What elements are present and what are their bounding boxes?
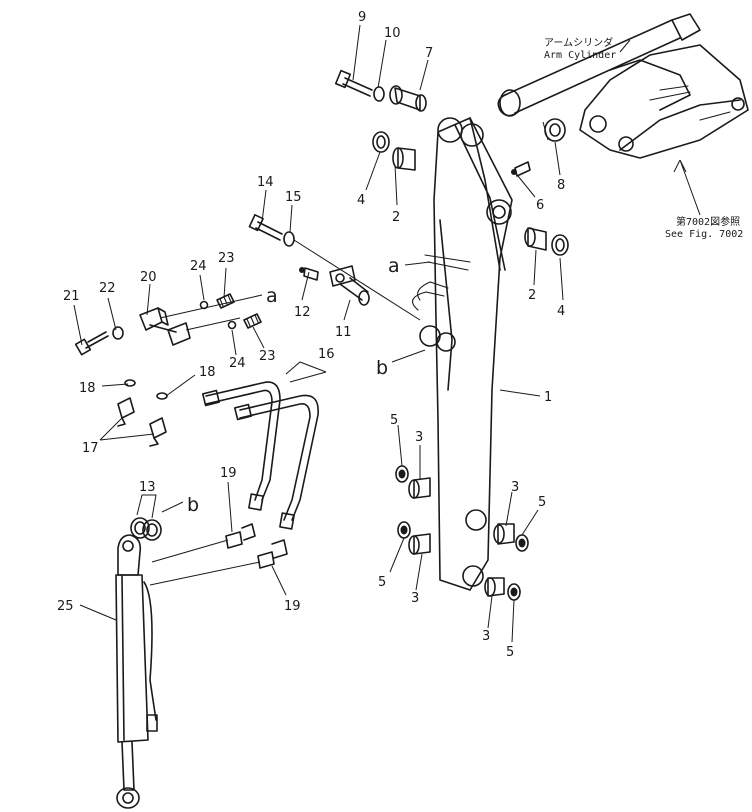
arm-top-hardware (334, 69, 569, 256)
callout-24: 24 (190, 259, 207, 274)
callout-9: 9 (358, 10, 366, 25)
arm-cylinder-label-en: Arm Cylinder (544, 50, 616, 61)
callout-4: 4 (557, 304, 565, 319)
callout-3: 3 (511, 480, 519, 495)
ref-letter-a: a (388, 255, 400, 277)
callout-19: 19 (284, 599, 301, 614)
callout-5: 5 (506, 645, 514, 660)
tee-block-hardware (74, 293, 263, 356)
callout-1: 1 (544, 390, 552, 405)
callout-17: 17 (82, 441, 99, 456)
callout-3: 3 (411, 591, 419, 606)
callout-6: 6 (536, 198, 544, 213)
arm-cylinder (497, 13, 749, 159)
ref-letter-a: a (266, 285, 278, 307)
callout-5: 5 (378, 575, 386, 590)
callout-5: 5 (538, 495, 546, 510)
lower-bushings (395, 465, 529, 601)
callout-24: 24 (229, 356, 246, 371)
callout-numbers: 1 2 2 3 3 3 3 4 4 5 5 5 5 6 7 8 9 10 11 … (57, 10, 565, 660)
callout-13: 13 (139, 480, 156, 495)
callout-19: 19 (220, 466, 237, 481)
ref-letter-b: b (187, 494, 199, 516)
callout-4: 4 (357, 193, 365, 208)
cylinder-assembly (115, 517, 162, 809)
callout-5: 5 (390, 413, 398, 428)
see-fig-label-jp: 第7002図参照 (676, 215, 740, 228)
arm-assembly (412, 117, 513, 591)
see-fig-label-en: See Fig. 7002 (665, 229, 743, 240)
callout-16: 16 (318, 347, 335, 362)
callout-11: 11 (335, 325, 352, 340)
callout-12: 12 (294, 305, 311, 320)
callout-2: 2 (392, 210, 400, 225)
callout-14: 14 (257, 175, 274, 190)
leader-lines (73, 24, 701, 643)
callout-22: 22 (99, 281, 116, 296)
callout-25: 25 (57, 599, 74, 614)
diagram-notes: アームシリンダ Arm Cylinder 第7002図参照 See Fig. 7… (544, 36, 743, 240)
callout-15: 15 (285, 190, 302, 205)
callout-10: 10 (384, 26, 401, 41)
callout-23: 23 (218, 251, 235, 266)
callout-21: 21 (63, 289, 80, 304)
callout-3: 3 (415, 430, 423, 445)
callout-18: 18 (79, 381, 96, 396)
arm-cylinder-label-jp: アームシリンダ (544, 36, 613, 49)
callout-18: 18 (199, 365, 216, 380)
callout-8: 8 (557, 178, 565, 193)
callout-2: 2 (528, 288, 536, 303)
callout-20: 20 (140, 270, 157, 285)
ref-letter-b: b (376, 357, 388, 379)
reference-letters: a a b b (187, 255, 400, 516)
hose-assembly (117, 379, 319, 586)
callout-23: 23 (259, 349, 276, 364)
link-pin-hardware (248, 214, 421, 321)
callout-7: 7 (425, 46, 433, 61)
callout-3: 3 (482, 629, 490, 644)
